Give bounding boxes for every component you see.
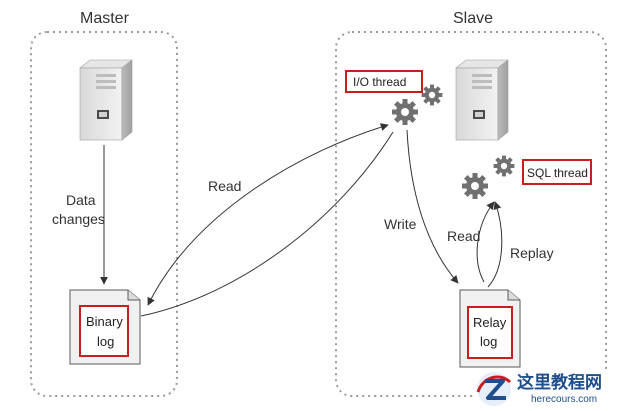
read-relay-arrow xyxy=(476,201,495,283)
io-thread-box xyxy=(345,70,423,93)
relay-log-document: Relay log xyxy=(459,289,521,368)
binary-log-to-io-thread-line xyxy=(140,131,394,317)
binary-log-label-line1: Binary xyxy=(86,314,123,329)
read-binary-log-arrow xyxy=(147,123,389,306)
sql-thread-label: SQL thread xyxy=(527,166,588,180)
master-server-icon xyxy=(79,59,133,141)
write-arrow xyxy=(406,129,459,284)
slave-panel xyxy=(335,31,607,397)
slave-server-icon xyxy=(455,59,509,141)
replay-label: Replay xyxy=(510,245,554,261)
master-panel xyxy=(30,31,178,397)
watermark-badge: 这里教程网 herecours.com xyxy=(474,370,621,411)
replay-arrow xyxy=(487,201,503,288)
binary-log-document: Binary log xyxy=(69,289,141,365)
read-label-master: Read xyxy=(208,178,241,194)
data-changes-label-line2: changes xyxy=(52,211,105,227)
io-thread-label: I/O thread xyxy=(353,75,406,89)
watermark-url: herecours.com xyxy=(531,394,597,405)
read-label-relay: Read xyxy=(447,228,480,244)
master-title: Master xyxy=(80,10,130,27)
watermark-title: 这里教程网 xyxy=(517,372,602,393)
write-label: Write xyxy=(384,216,417,232)
relay-log-label-line1: Relay xyxy=(473,315,507,330)
slave-title: Slave xyxy=(453,10,493,27)
sql-thread-gears-icon xyxy=(462,155,515,199)
binary-log-label-line2: log xyxy=(97,334,114,349)
relay-log-label-line2: log xyxy=(480,334,497,349)
data-changes-label-line1: Data xyxy=(66,192,96,208)
sql-thread-box xyxy=(522,159,592,185)
